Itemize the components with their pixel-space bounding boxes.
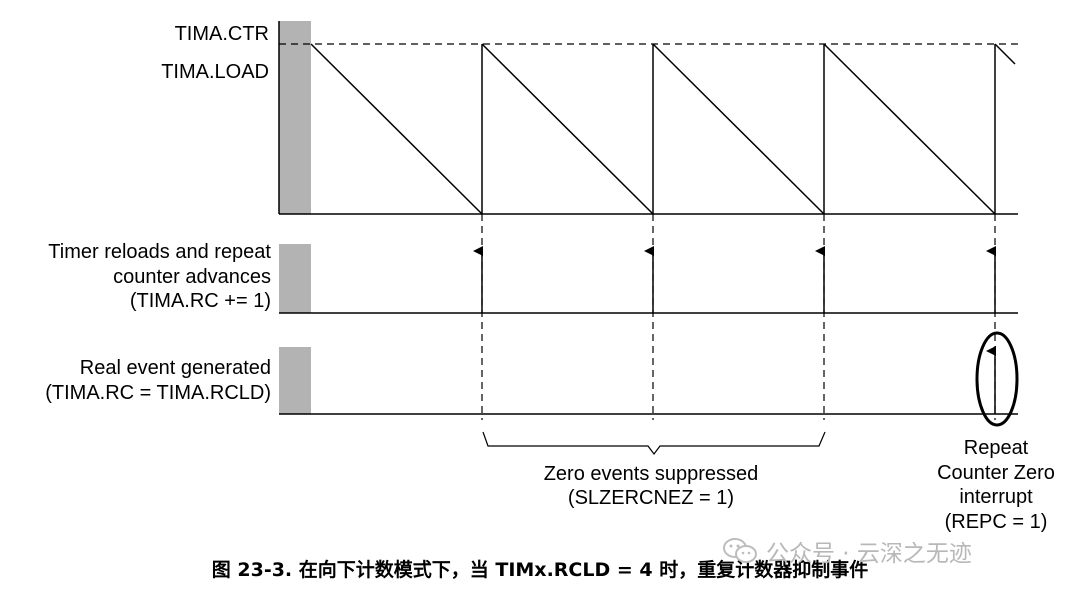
reload-label-line-3: (TIMA.RC += 1) [130, 290, 271, 312]
reload-gray-block [279, 244, 311, 313]
ctr-label: TIMA.CTR [175, 23, 269, 45]
load-label: TIMA.LOAD [161, 61, 269, 83]
event-label-line-2: (TIMA.RC = TIMA.RCLD) [45, 382, 271, 404]
reload-label-line-1: Timer reloads and repeat [48, 241, 271, 263]
interrupt-highlight-ellipse [975, 331, 1019, 427]
interrupt-label-line-2: Counter Zero [937, 462, 1055, 484]
sawtooth-ramp [823, 43, 996, 215]
interrupt-label-line-3: interrupt [959, 486, 1033, 508]
brace-label-line-1: Zero events suppressed [544, 463, 759, 485]
sawtooth-ramp-partial [994, 43, 1016, 65]
suppressed-brace [482, 431, 826, 455]
interrupt-label-line-4: (REPC = 1) [945, 511, 1048, 533]
interrupt-label-line-1: Repeat [964, 437, 1029, 459]
wechat-icon [723, 538, 757, 563]
watermark: 公众号 · 云深之无迹 [722, 534, 972, 568]
sawtooth-ramp [310, 43, 483, 215]
event-gray-block [279, 347, 311, 414]
reload-label-line-2: counter advances [113, 266, 271, 288]
watermark-text: 公众号 · 云深之无迹 [766, 541, 972, 567]
sawtooth-waveform [310, 43, 1016, 215]
sawtooth-ramp [481, 43, 654, 215]
event-label-line-1: Real event generated [80, 357, 271, 379]
sawtooth-ramp [652, 43, 825, 215]
event-markers [473, 214, 996, 420]
ctr-gray-block [279, 21, 311, 214]
brace-label-line-2: (SLZERCNEZ = 1) [568, 487, 734, 509]
figure-caption: 图 23-3. 在向下计数模式下，当 TIMx.RCLD = 4 时，重复计数器… [211, 559, 869, 581]
